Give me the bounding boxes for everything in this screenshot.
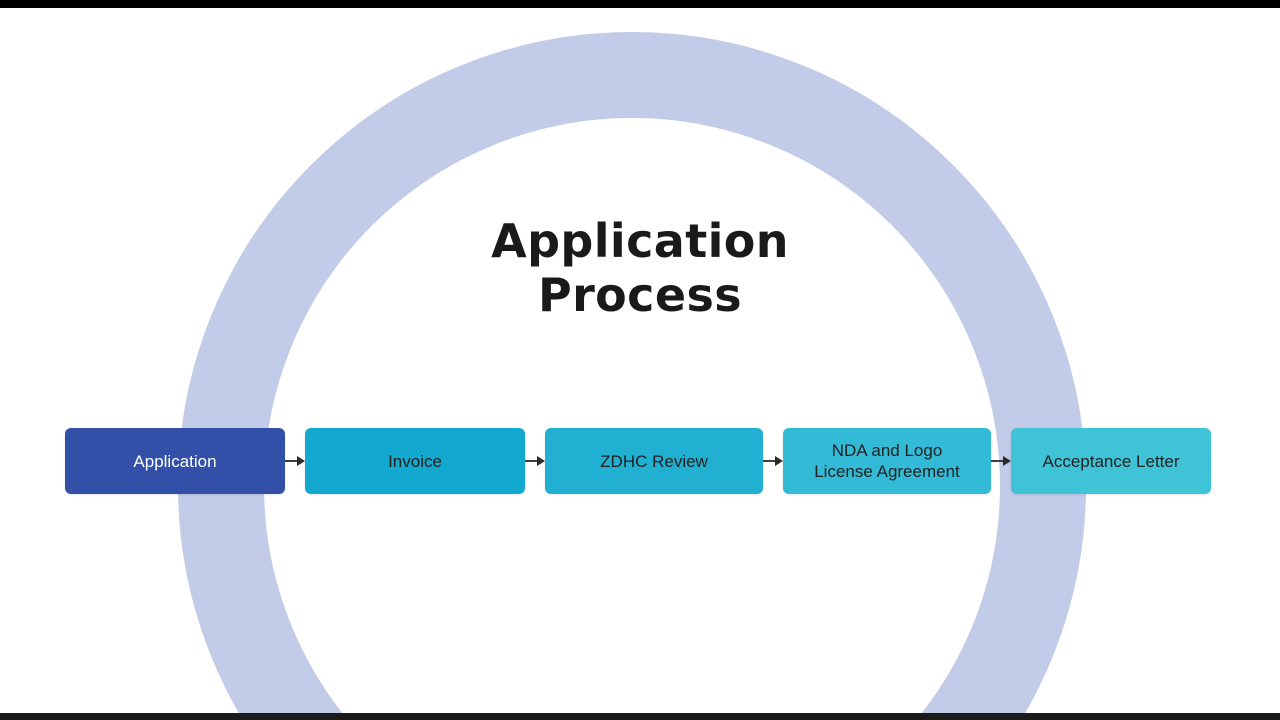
process-step-label-line-1: NDA and Logo [831, 441, 943, 460]
top-letterbox-bar [0, 0, 1280, 8]
process-step-label: ZDHC Review [600, 451, 708, 471]
arrow-shaft [763, 460, 777, 462]
page-title-line-1: Application [491, 214, 789, 268]
arrow-head [297, 456, 305, 466]
process-step-nda-and-logo-license-agreement[interactable]: NDA and Logo License Agreement [783, 428, 991, 494]
process-step-label-line-2: License Agreement [814, 462, 960, 481]
decorative-circle-ring [178, 32, 1086, 720]
flow-arrow-icon-2 [525, 454, 545, 468]
page-title: Application Process [0, 214, 1280, 322]
flow-arrow-icon-3 [763, 454, 783, 468]
flow-arrow-icon-1 [285, 454, 305, 468]
arrow-shaft [991, 460, 1005, 462]
arrow-head [775, 456, 783, 466]
process-flow: Application Invoice ZDHC Review NDA and … [65, 428, 1214, 494]
process-step-label: Application [133, 451, 217, 471]
arrow-head [1003, 456, 1011, 466]
bottom-letterbox-bar [0, 713, 1280, 720]
process-step-application[interactable]: Application [65, 428, 285, 494]
process-step-label-wrapper: NDA and Logo License Agreement [814, 440, 960, 482]
process-step-acceptance-letter[interactable]: Acceptance Letter [1011, 428, 1211, 494]
arrow-shaft [525, 460, 539, 462]
process-step-invoice[interactable]: Invoice [305, 428, 525, 494]
arrow-head [537, 456, 545, 466]
arrow-shaft [285, 460, 299, 462]
flow-arrow-icon-4 [991, 454, 1011, 468]
process-step-label: Invoice [388, 451, 442, 471]
process-step-zdhc-review[interactable]: ZDHC Review [545, 428, 763, 494]
process-step-label: Acceptance Letter [1042, 451, 1180, 471]
page-title-line-2: Process [537, 268, 743, 322]
